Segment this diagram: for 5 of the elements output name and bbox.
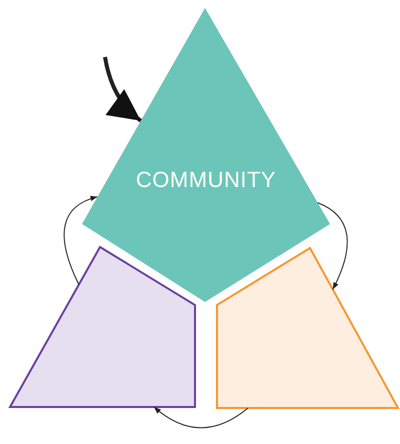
segment-title: COMMUNITY [136,167,276,193]
arrow [317,202,348,290]
arrow [64,196,98,286]
arrow [154,406,248,428]
arrow [103,56,142,122]
